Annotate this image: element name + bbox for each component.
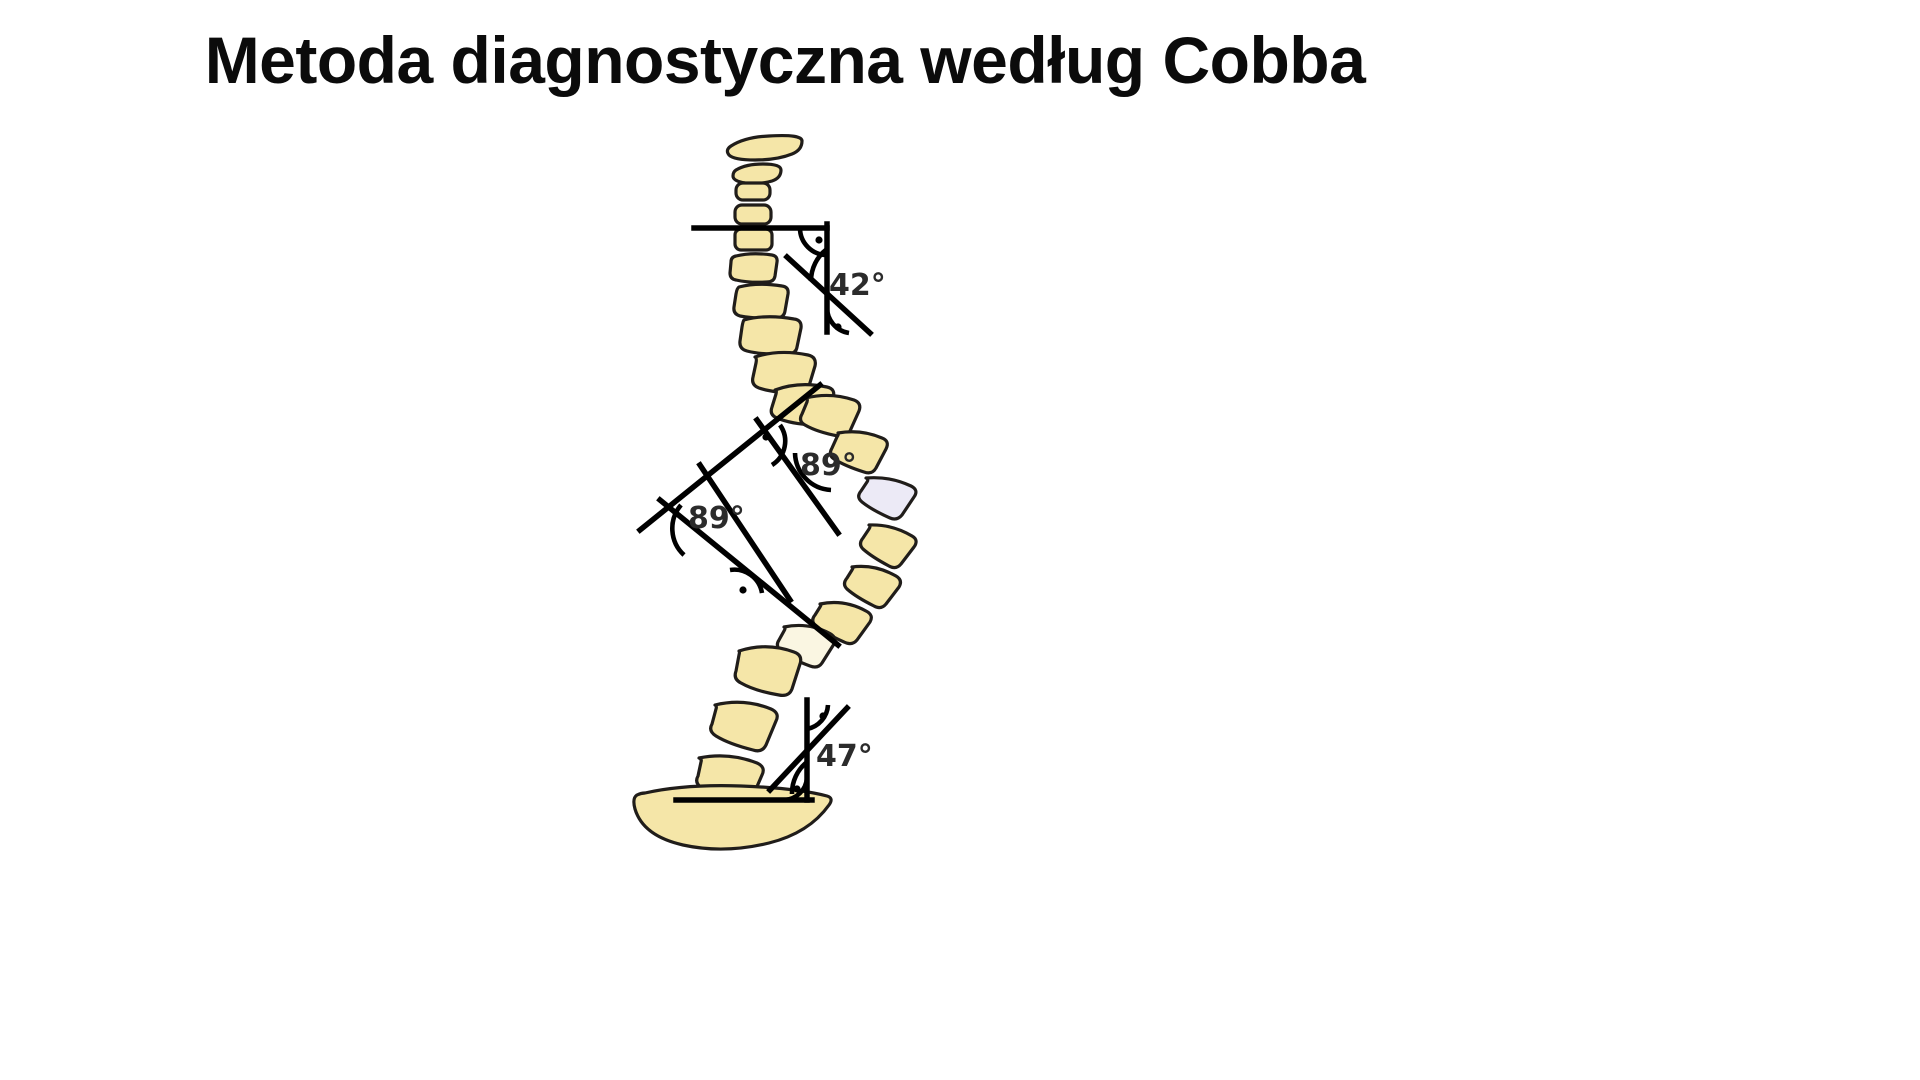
- lower-47-arc: [789, 760, 809, 795]
- angle-label-89-right: 89°: [800, 448, 857, 483]
- vertebra-c3: [734, 181, 772, 202]
- lower-bottom-right-angle-dot: [793, 785, 801, 793]
- vertebra-t7: [858, 523, 918, 570]
- vertebra-l1: [733, 645, 803, 697]
- vertebra-c1: [725, 133, 804, 162]
- upper-lower-right-angle-dot: [834, 323, 842, 331]
- sacrum: [632, 784, 833, 851]
- vertebra-c2: [731, 162, 783, 186]
- lower-right-angle-arc: [806, 704, 831, 732]
- angle-label-42: 42°: [829, 268, 886, 303]
- middle-upper-right-angle-arc: [770, 423, 788, 467]
- middle-lower-right-angle-arc: [729, 567, 765, 594]
- vertebra-c7: [732, 282, 790, 320]
- upper-42-arc: [808, 247, 829, 282]
- vertebra-c6: [728, 252, 779, 284]
- vertebra-c5: [733, 227, 774, 252]
- middle-angle-construction: [636, 381, 842, 649]
- lower-oblique-line: [766, 704, 851, 794]
- lower-right-angle-dot: [819, 712, 827, 720]
- upper-angle-construction: [691, 221, 874, 337]
- upper-right-angle-dot: [815, 236, 823, 244]
- angle-label-47: 47°: [816, 739, 873, 774]
- middle-right-89-arc: [792, 452, 832, 493]
- middle-upper-right-angle-dot: [762, 433, 770, 441]
- lower-bottom-right-angle-arc: [784, 777, 810, 803]
- middle-right-upper-perpendicular: [753, 416, 842, 537]
- vertebra-l2: [709, 700, 779, 753]
- middle-lower-right-angle-dot: [739, 586, 747, 594]
- vertebral-column: [632, 133, 918, 851]
- lower-angle-construction: [673, 697, 851, 803]
- upper-lower-right-angle-arc: [824, 306, 850, 336]
- vertebra-t8: [842, 564, 903, 610]
- middle-left-89-arc: [670, 503, 686, 557]
- page-title: Metoda diagnostyczna według Cobba: [204, 23, 1366, 97]
- vertebra-t6-highlight: [857, 476, 918, 521]
- middle-right-lower-perpendicular: [696, 461, 794, 604]
- upper-oblique-line: [783, 253, 874, 337]
- vertebra-t5: [828, 430, 889, 475]
- vertebra-t1: [738, 315, 803, 356]
- vertebra-c4: [733, 203, 773, 226]
- angle-label-89-left: 89°: [688, 501, 745, 536]
